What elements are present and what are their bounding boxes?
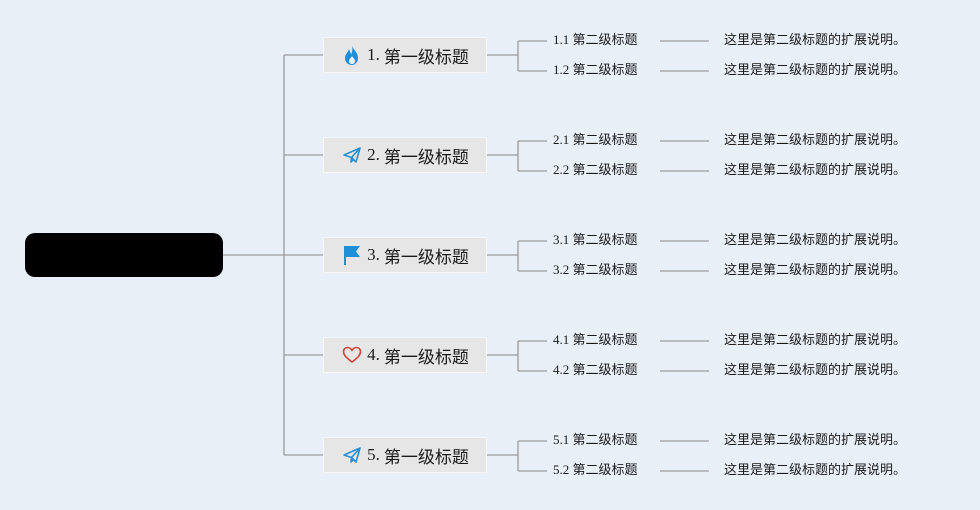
main-topic-3[interactable]: 3.第一级标题 <box>323 237 487 273</box>
topic-number: 3. <box>367 245 380 264</box>
paper-plane-icon <box>341 444 363 466</box>
subtopic-5-2[interactable]: 5.2 第二级标题 <box>553 462 638 477</box>
topic-title: 第一级标题 <box>383 347 469 367</box>
main-topic-1[interactable]: 1.第一级标题 <box>323 37 487 73</box>
subtopic-note[interactable]: 这里是第二级标题的扩展说明。 <box>724 362 907 377</box>
topic-title: 第一级标题 <box>383 47 469 67</box>
subtopic-note[interactable]: 这里是第二级标题的扩展说明。 <box>724 332 907 347</box>
subtopic-3-1[interactable]: 3.1 第二级标题 <box>553 232 638 247</box>
central-topic[interactable] <box>25 233 223 277</box>
subtopic-note[interactable]: 这里是第二级标题的扩展说明。 <box>724 32 907 47</box>
topic-number: 5. <box>367 445 380 464</box>
topic-title: 第一级标题 <box>383 247 469 267</box>
subtopic-note[interactable]: 这里是第二级标题的扩展说明。 <box>724 462 907 477</box>
subtopic-4-1[interactable]: 4.1 第二级标题 <box>553 332 638 347</box>
topic-number: 2. <box>367 145 380 164</box>
topic-title: 第一级标题 <box>383 447 469 467</box>
subtopic-4-2[interactable]: 4.2 第二级标题 <box>553 362 638 377</box>
subtopic-5-1[interactable]: 5.1 第二级标题 <box>553 432 638 447</box>
subtopic-note[interactable]: 这里是第二级标题的扩展说明。 <box>724 62 907 77</box>
heart-icon <box>341 344 363 366</box>
topic-title: 第一级标题 <box>383 147 469 167</box>
topic-number: 4. <box>367 345 380 364</box>
subtopic-2-2[interactable]: 2.2 第二级标题 <box>553 162 638 177</box>
subtopic-note[interactable]: 这里是第二级标题的扩展说明。 <box>724 162 907 177</box>
subtopic-1-1[interactable]: 1.1 第二级标题 <box>553 32 638 47</box>
main-topic-4[interactable]: 4.第一级标题 <box>323 337 487 373</box>
subtopic-note[interactable]: 这里是第二级标题的扩展说明。 <box>724 132 907 147</box>
subtopic-2-1[interactable]: 2.1 第二级标题 <box>553 132 638 147</box>
subtopic-note[interactable]: 这里是第二级标题的扩展说明。 <box>724 232 907 247</box>
main-topic-5[interactable]: 5.第一级标题 <box>323 437 487 473</box>
subtopic-1-2[interactable]: 1.2 第二级标题 <box>553 62 638 77</box>
paper-plane-icon <box>341 144 363 166</box>
flag-icon <box>341 244 363 266</box>
subtopic-note[interactable]: 这里是第二级标题的扩展说明。 <box>724 262 907 277</box>
subtopic-note[interactable]: 这里是第二级标题的扩展说明。 <box>724 432 907 447</box>
fire-icon <box>341 44 363 66</box>
subtopic-3-2[interactable]: 3.2 第二级标题 <box>553 262 638 277</box>
main-topic-2[interactable]: 2.第一级标题 <box>323 137 487 173</box>
topic-number: 1. <box>367 45 380 64</box>
